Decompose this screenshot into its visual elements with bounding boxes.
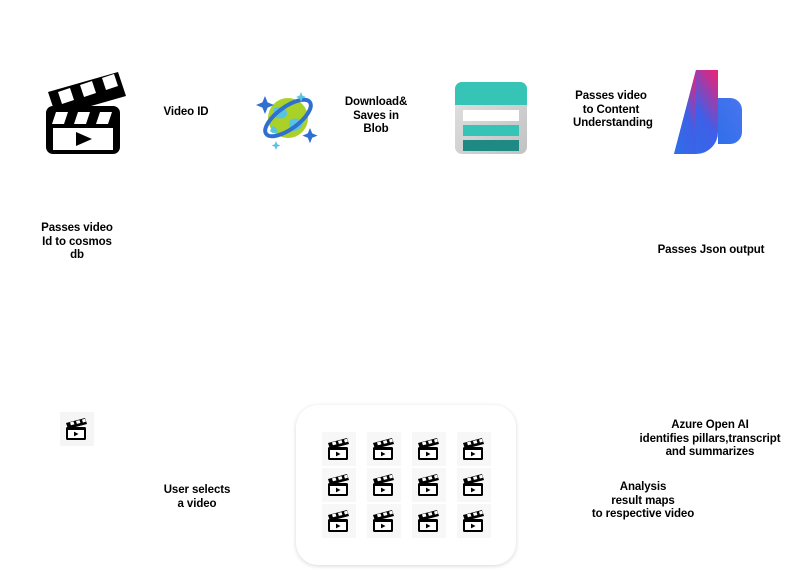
list-item[interactable] [321,468,356,502]
list-item[interactable] [321,432,356,466]
list-item[interactable] [456,504,491,538]
clapperboard-icon[interactable] [40,66,128,158]
label-video-id: Video ID [160,105,212,121]
label-azure-open-ai: Azure Open AI identifies pillars,transcr… [632,418,788,461]
cosmos-db-icon[interactable] [254,84,322,152]
label-passes-json-output: Passes Json output [652,243,770,259]
list-item[interactable] [456,432,491,466]
list-item[interactable] [366,504,401,538]
clapperboard-small-icon[interactable] [60,412,94,446]
label-download-saves-blob: Download& Saves in Blob [336,95,416,138]
video-gallery-panel[interactable] [296,405,516,565]
list-item[interactable] [366,432,401,466]
blob-storage-icon[interactable] [452,78,530,158]
list-item[interactable] [411,432,446,466]
label-passes-video-id-cosmos: Passes video Id to cosmos db [32,221,122,264]
list-item[interactable] [321,504,356,538]
list-item[interactable] [411,468,446,502]
list-item[interactable] [456,468,491,502]
label-passes-video-content-understanding: Passes video to Content Understanding [570,89,653,132]
list-item[interactable] [411,504,446,538]
list-item[interactable] [366,468,401,502]
label-analysis-result-maps: Analysis result maps to respective video [588,480,698,523]
azure-ai-foundry-icon[interactable] [668,64,748,164]
label-user-selects-video: User selects a video [160,483,234,513]
